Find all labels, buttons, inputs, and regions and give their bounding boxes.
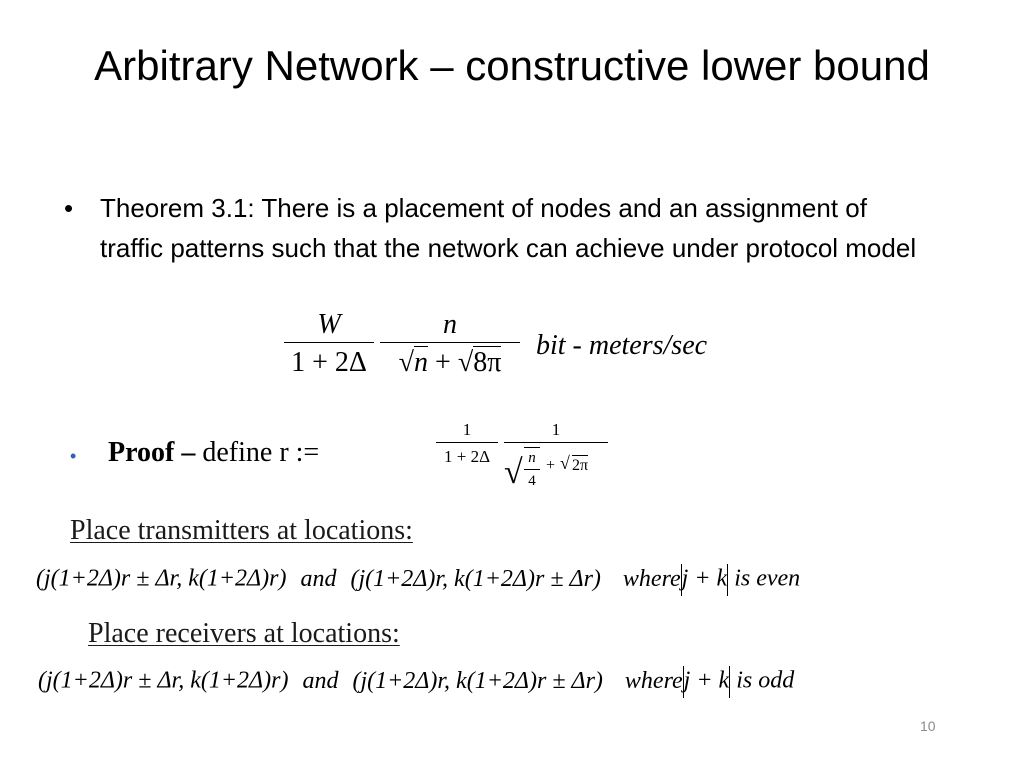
inner-numerator-n: n (524, 447, 540, 468)
fraction-w-numerator: W (317, 309, 341, 340)
transmitters-and: and (300, 565, 337, 592)
sqrt-symbol: √ (398, 347, 415, 378)
fraction-n: n √n + √8π (380, 308, 520, 383)
r-definition-formula: 1 1 + 2Δ 1 √ n 4 + √ 2π (436, 418, 616, 514)
receivers-expr-a: (j(1+2Δ)r ± Δr, k(1+2Δ)r) (38, 667, 289, 694)
slide-number: 10 (920, 718, 936, 734)
plus-sign: + (435, 347, 451, 378)
r-fraction-2-numerator: 1 (551, 420, 561, 439)
proof-label: Proof – (108, 437, 196, 468)
capacity-formula: W 1 + 2Δ n √n + √8π bit - meters/sec (284, 308, 764, 398)
fraction-w: W 1 + 2Δ (284, 308, 374, 383)
receivers-expr-b: (j(1+2Δ)r, k(1+2Δ)r ± Δr) (352, 667, 603, 694)
transmitters-heading: Place transmitters at locations: (70, 515, 413, 546)
sqrt-n: n (414, 346, 429, 378)
plus-sign: + (546, 457, 556, 474)
sqrt-8pi: 8π (473, 346, 502, 378)
proof-line: Proof – define r := (108, 437, 319, 469)
transmitters-where: where (622, 565, 681, 592)
transmitters-jk: j + k (681, 565, 728, 592)
receivers-heading: Place receivers at locations: (88, 618, 400, 649)
transmitters-equation: (j(1+2Δ)r ± Δr, k(1+2Δ)r) and (j(1+2Δ)r,… (36, 564, 800, 596)
r-fraction-2-denominator: √ n 4 + √ 2π (504, 443, 608, 503)
sqrt-2pi: 2π (572, 455, 589, 474)
r-fraction-2: 1 √ n 4 + √ 2π (504, 418, 608, 503)
fraction-n-numerator: n (443, 309, 457, 340)
transmitters-condition: is even (734, 565, 801, 592)
receivers-equation: (j(1+2Δ)r ± Δr, k(1+2Δ)r) and (j(1+2Δ)r,… (38, 666, 794, 698)
r-fraction-1: 1 1 + 2Δ (436, 418, 498, 471)
fraction-n-denominator: √n + √8π (380, 343, 520, 383)
fraction-w-denominator: 1 + 2Δ (291, 347, 367, 378)
transmitters-expr-b: (j(1+2Δ)r, k(1+2Δ)r ± Δr) (350, 565, 601, 592)
proof-bullet-marker: • (70, 446, 77, 466)
receivers-condition: is odd (736, 667, 795, 694)
inner-denominator-4: 4 (528, 473, 536, 489)
sqrt-symbol: √ (504, 454, 523, 491)
receivers-jk: j + k (683, 667, 730, 694)
sqrt-symbol: √ (560, 453, 570, 473)
receivers-and: and (302, 667, 339, 694)
capacity-unit: bit - meters/sec (536, 330, 708, 361)
slide-title: Arbitrary Network – constructive lower b… (94, 42, 930, 89)
transmitters-expr-a: (j(1+2Δ)r ± Δr, k(1+2Δ)r) (36, 565, 287, 592)
bullet-marker: • (64, 193, 74, 223)
r-fraction-1-denominator: 1 + 2Δ (443, 447, 491, 466)
receivers-where: where (624, 667, 683, 694)
proof-text: define r := (202, 437, 320, 468)
theorem-text: Theorem 3.1: There is a placement of nod… (100, 193, 917, 263)
r-fraction-1-numerator: 1 (462, 420, 472, 439)
sqrt-symbol: √ (457, 347, 474, 378)
